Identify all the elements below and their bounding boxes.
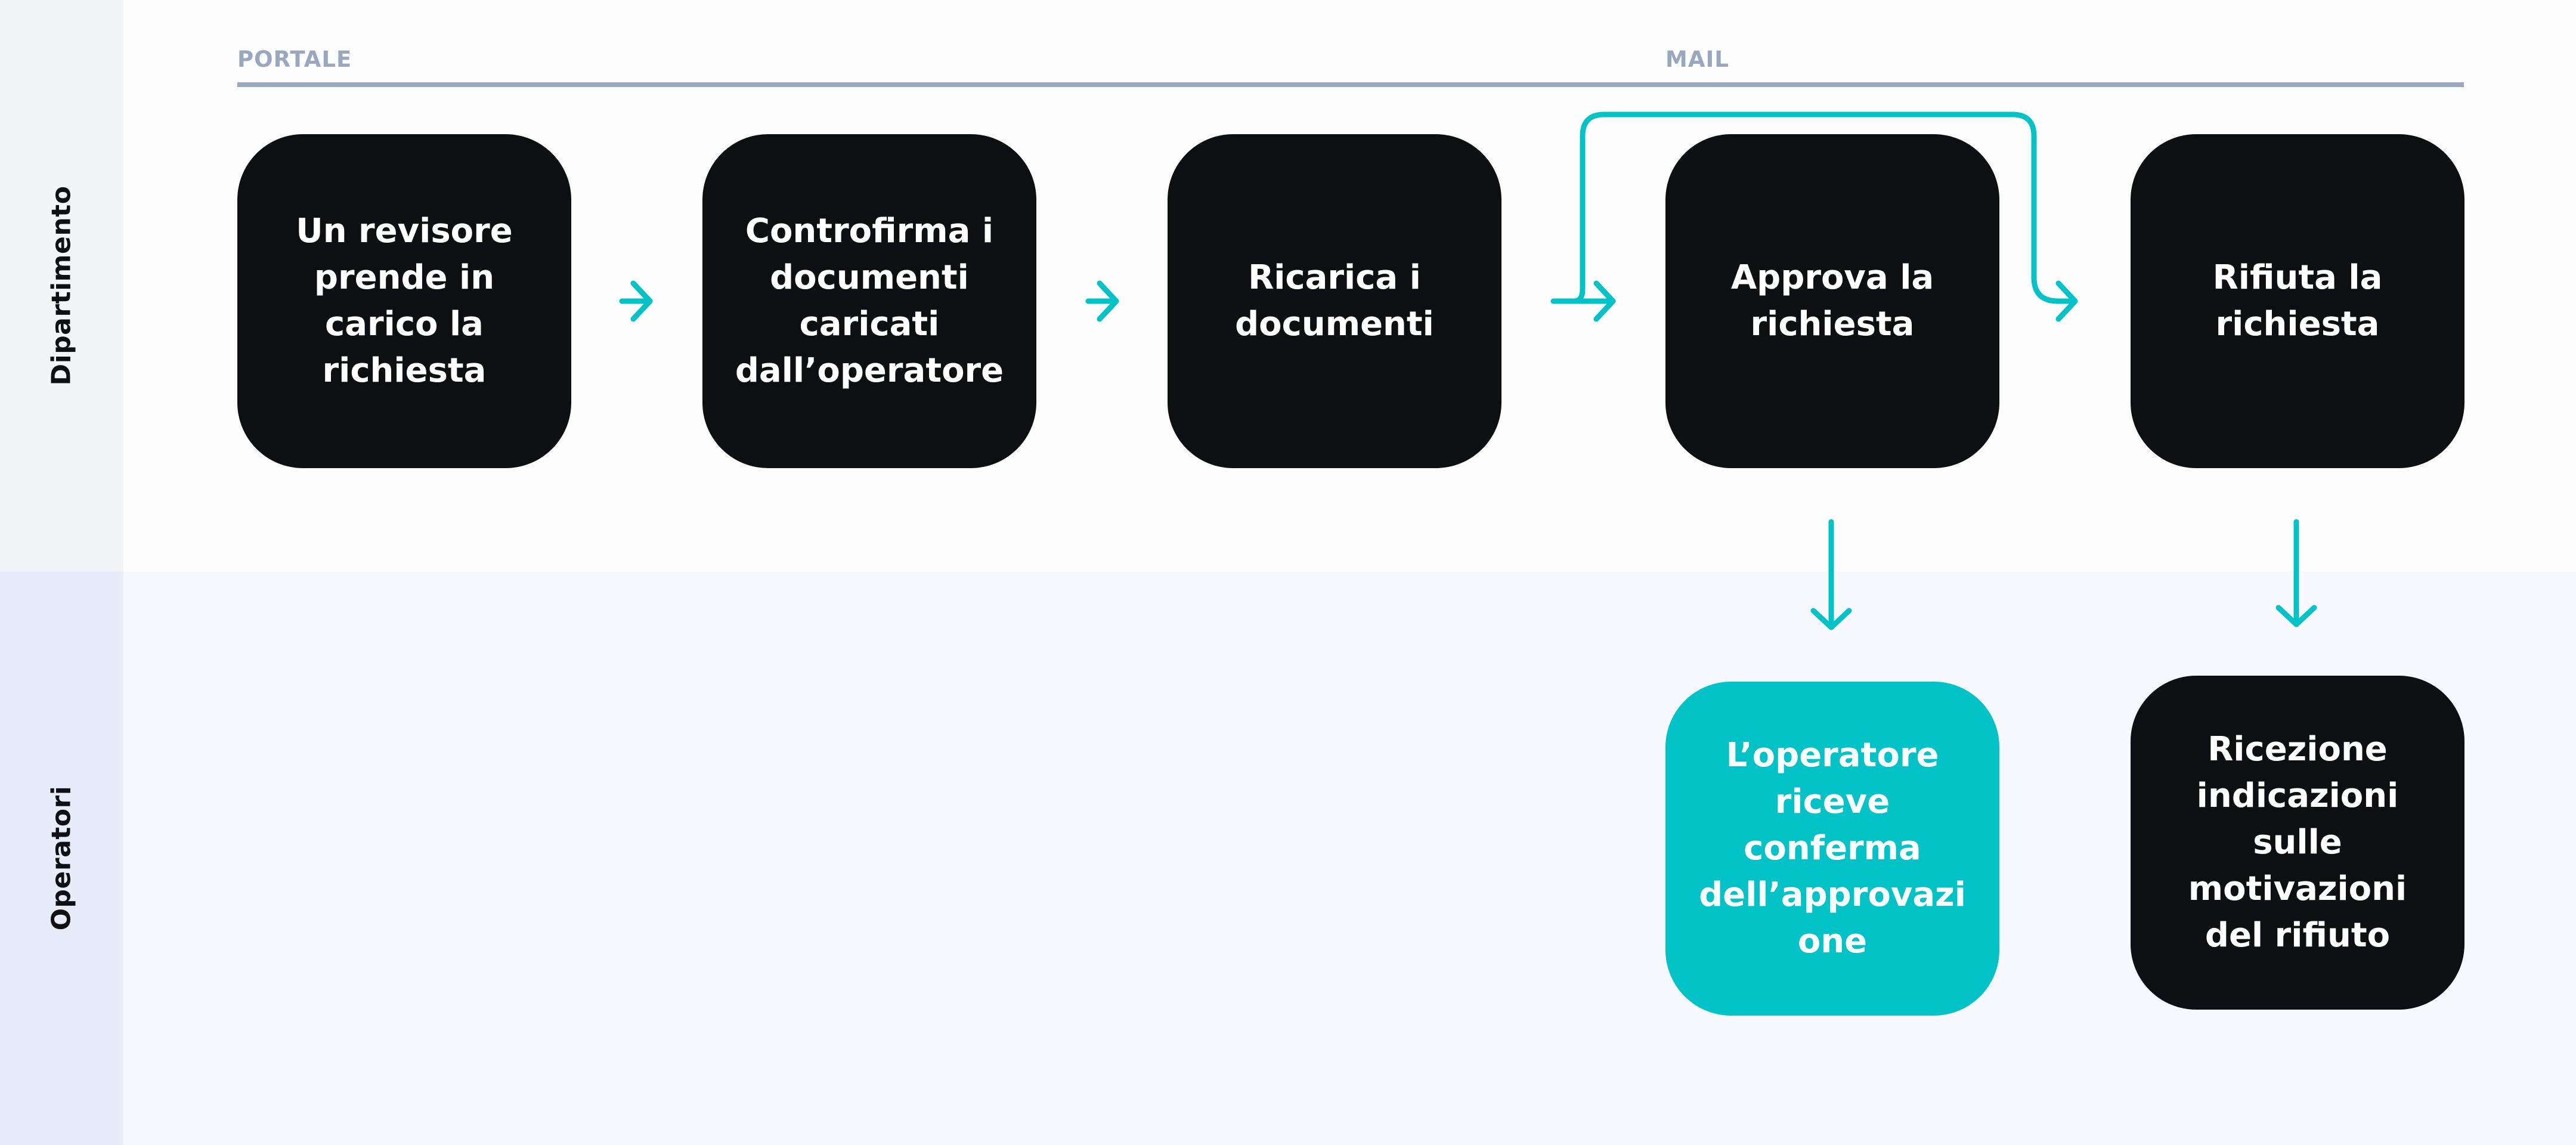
- node-motivazioni-rifiuto: Ricezione indicazioni sulle motivazioni …: [2131, 676, 2464, 1010]
- node-presa-in-carico: Un revisore prende in carico la richiest…: [237, 134, 571, 468]
- node-controfirma: Controfirma i documenti caricati dall’op…: [702, 134, 1036, 468]
- lane-header-dipartimento: [0, 0, 123, 571]
- node-label: Ricarica i documenti: [1235, 258, 1434, 344]
- node-label: Rifiuta la richiesta: [2212, 258, 2383, 344]
- node-label: L’operatore riceve conferma dell’approva…: [1699, 736, 1966, 961]
- node-approva: Approva la richiesta: [1665, 134, 1999, 468]
- phase-label-portale: PORTALE: [237, 47, 352, 72]
- branch-connector: [1571, 112, 2078, 322]
- node-ricarica: Ricarica i documenti: [1168, 134, 1501, 468]
- arrow-right-icon: [619, 280, 653, 322]
- node-label: Controfirma i documenti caricati dall’op…: [735, 212, 1004, 390]
- arrow-right-icon: [1085, 280, 1119, 322]
- arrow-down-icon: [2275, 519, 2317, 627]
- phase-label-mail: MAIL: [1665, 47, 1729, 72]
- arrow-down-icon: [1810, 519, 1852, 630]
- node-label: Ricezione indicazioni sulle motivazioni …: [2188, 730, 2407, 955]
- node-label: Approva la richiesta: [1730, 258, 1934, 344]
- phase-divider: [237, 82, 2464, 87]
- lane-header-operatori: [0, 571, 123, 1145]
- node-label: Un revisore prende in carico la richiest…: [296, 212, 513, 390]
- node-conferma-approvazione: L’operatore riceve conferma dell’approva…: [1665, 682, 1999, 1016]
- node-rifiuta: Rifiuta la richiesta: [2131, 134, 2464, 468]
- arrow-right-icon: [1550, 280, 1616, 322]
